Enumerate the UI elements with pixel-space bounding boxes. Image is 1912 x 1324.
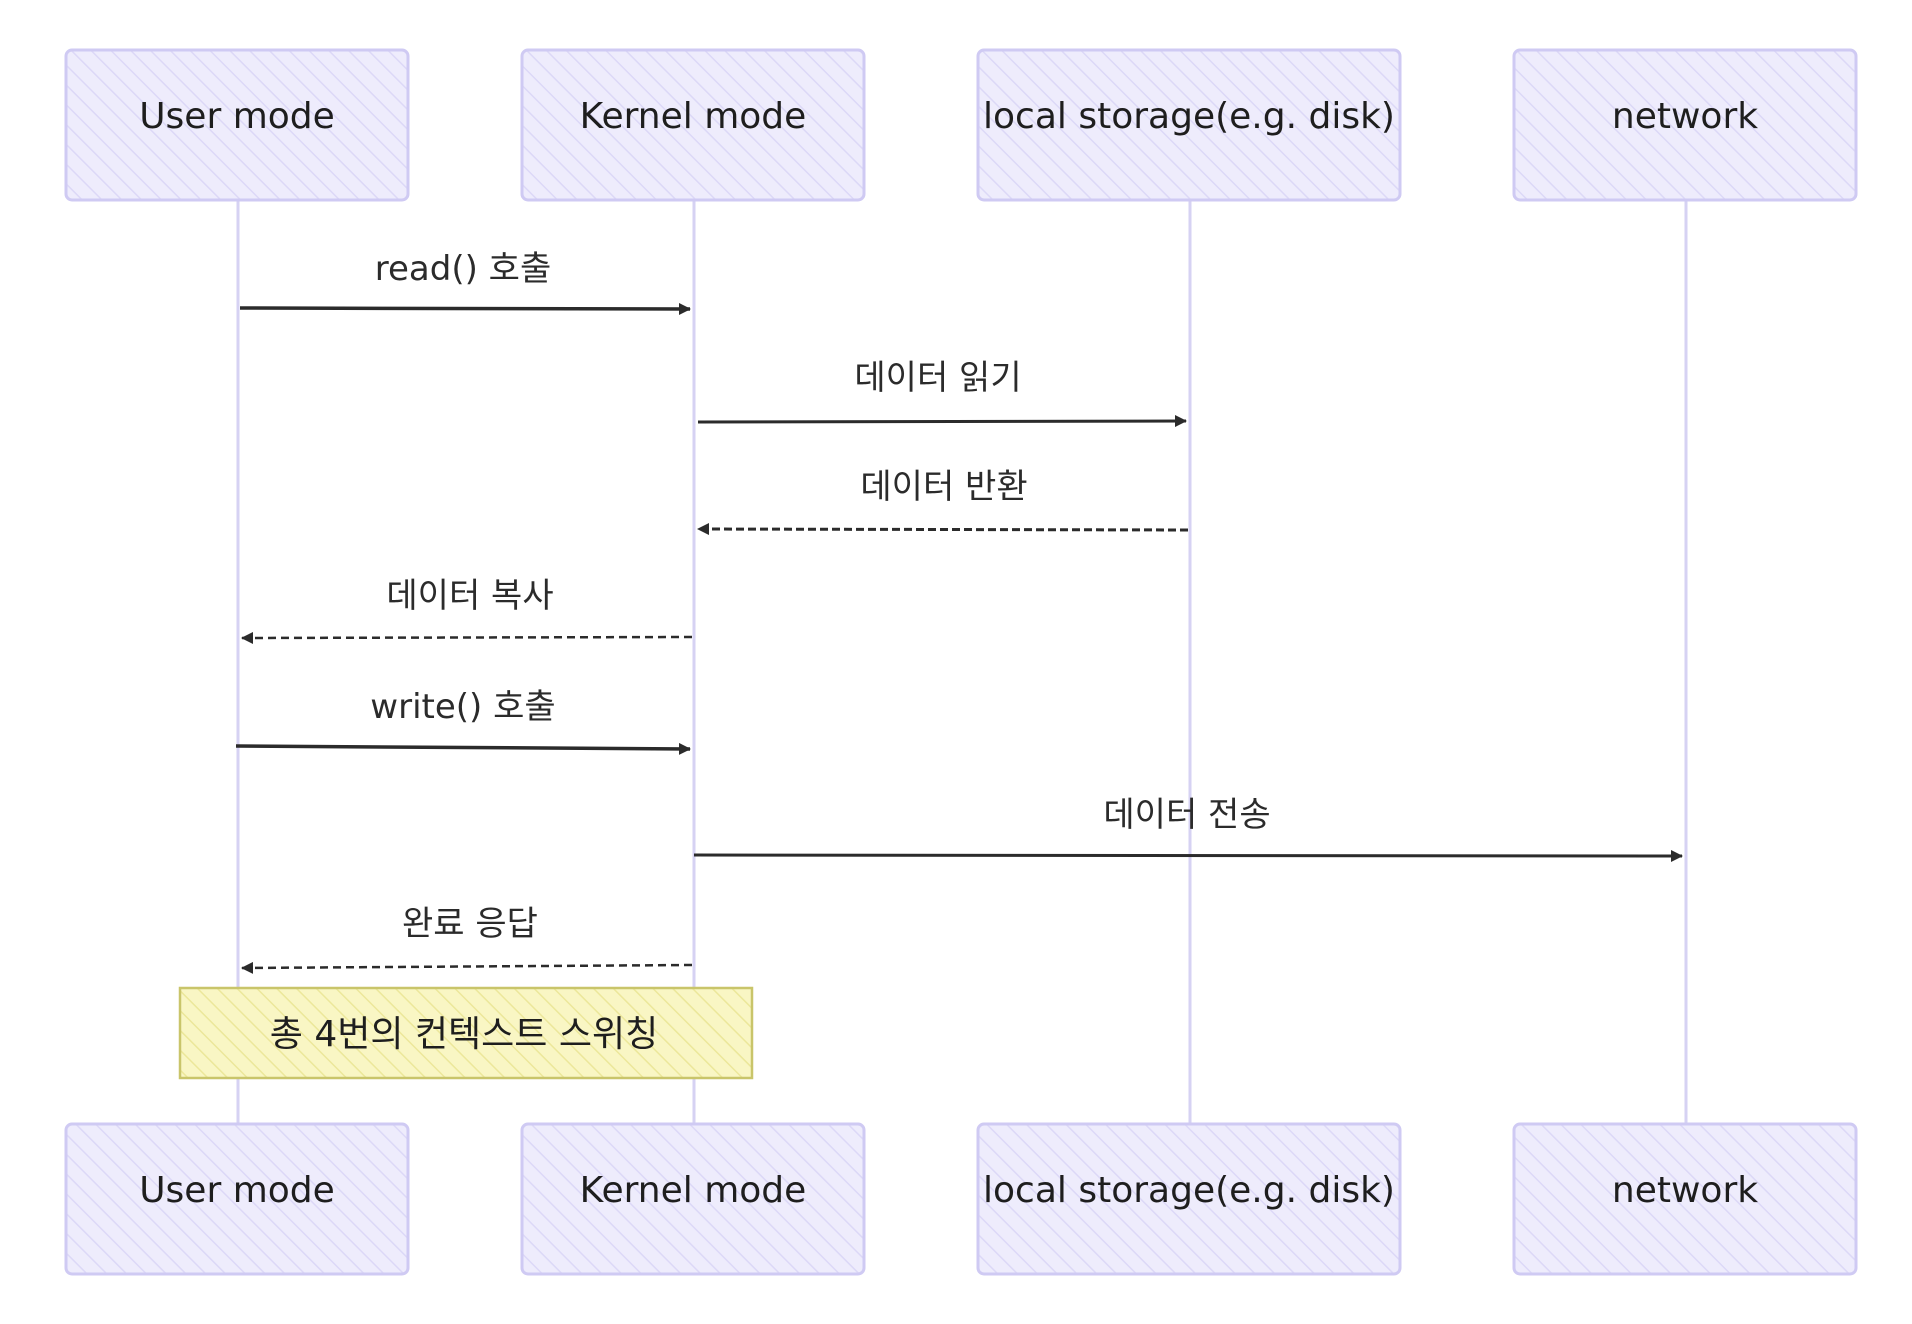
message-write-call-arrow	[235, 742, 691, 755]
message-read-data-arrow	[697, 415, 1187, 428]
actor-storage-top: local storage(e.g. disk)	[976, 48, 1402, 202]
message-send-data: 데이터 전송	[693, 795, 1683, 862]
actor-storage-bottom: local storage(e.g. disk)	[976, 1122, 1402, 1276]
message-write-call-label: write() 호출	[370, 687, 555, 727]
actor-network-top: network	[1512, 48, 1858, 202]
message-return-data-label: 데이터 반환	[860, 467, 1027, 507]
message-write-call: write() 호출	[235, 687, 691, 755]
message-complete-response-arrow	[241, 961, 693, 974]
note-context-switch: 총 4번의 컨텍스트 스위칭	[178, 986, 754, 1080]
message-send-data-arrow	[693, 849, 1683, 862]
actor-storage-top-label: local storage(e.g. disk)	[983, 96, 1395, 137]
message-send-data-label: 데이터 전송	[1103, 795, 1270, 835]
actor-user-bottom-label: User mode	[139, 1170, 335, 1211]
actor-network-bottom-label: network	[1612, 1170, 1758, 1211]
actor-network-bottom: network	[1512, 1122, 1858, 1276]
message-read-call: read() 호출	[239, 249, 691, 315]
actor-user-top: User mode	[64, 48, 410, 202]
lifelines	[236, 200, 1688, 1124]
message-return-data: 데이터 반환	[697, 467, 1189, 536]
actor-network-top-label: network	[1612, 96, 1758, 137]
message-read-data: 데이터 읽기	[697, 358, 1187, 428]
message-copy-data-label: 데이터 복사	[386, 576, 553, 616]
actor-kernel-bottom-label: Kernel mode	[580, 1170, 807, 1211]
message-complete-response: 완료 응답	[241, 904, 693, 974]
actor-user-bottom: User mode	[64, 1122, 410, 1276]
actor-user-top-label: User mode	[139, 96, 335, 137]
message-read-data-label: 데이터 읽기	[854, 358, 1021, 398]
actor-storage-bottom-label: local storage(e.g. disk)	[983, 1170, 1395, 1211]
actor-kernel-top-label: Kernel mode	[580, 96, 807, 137]
message-copy-data-arrow	[241, 631, 693, 644]
message-copy-data: 데이터 복사	[241, 576, 693, 644]
message-complete-response-label: 완료 응답	[402, 904, 538, 944]
note-context-switch-label: 총 4번의 컨텍스트 스위칭	[270, 1014, 658, 1055]
message-read-call-arrow	[239, 302, 691, 315]
message-return-data-arrow	[697, 523, 1189, 536]
actor-kernel-top: Kernel mode	[520, 48, 866, 202]
message-read-call-label: read() 호출	[375, 249, 551, 289]
actor-kernel-bottom: Kernel mode	[520, 1122, 866, 1276]
